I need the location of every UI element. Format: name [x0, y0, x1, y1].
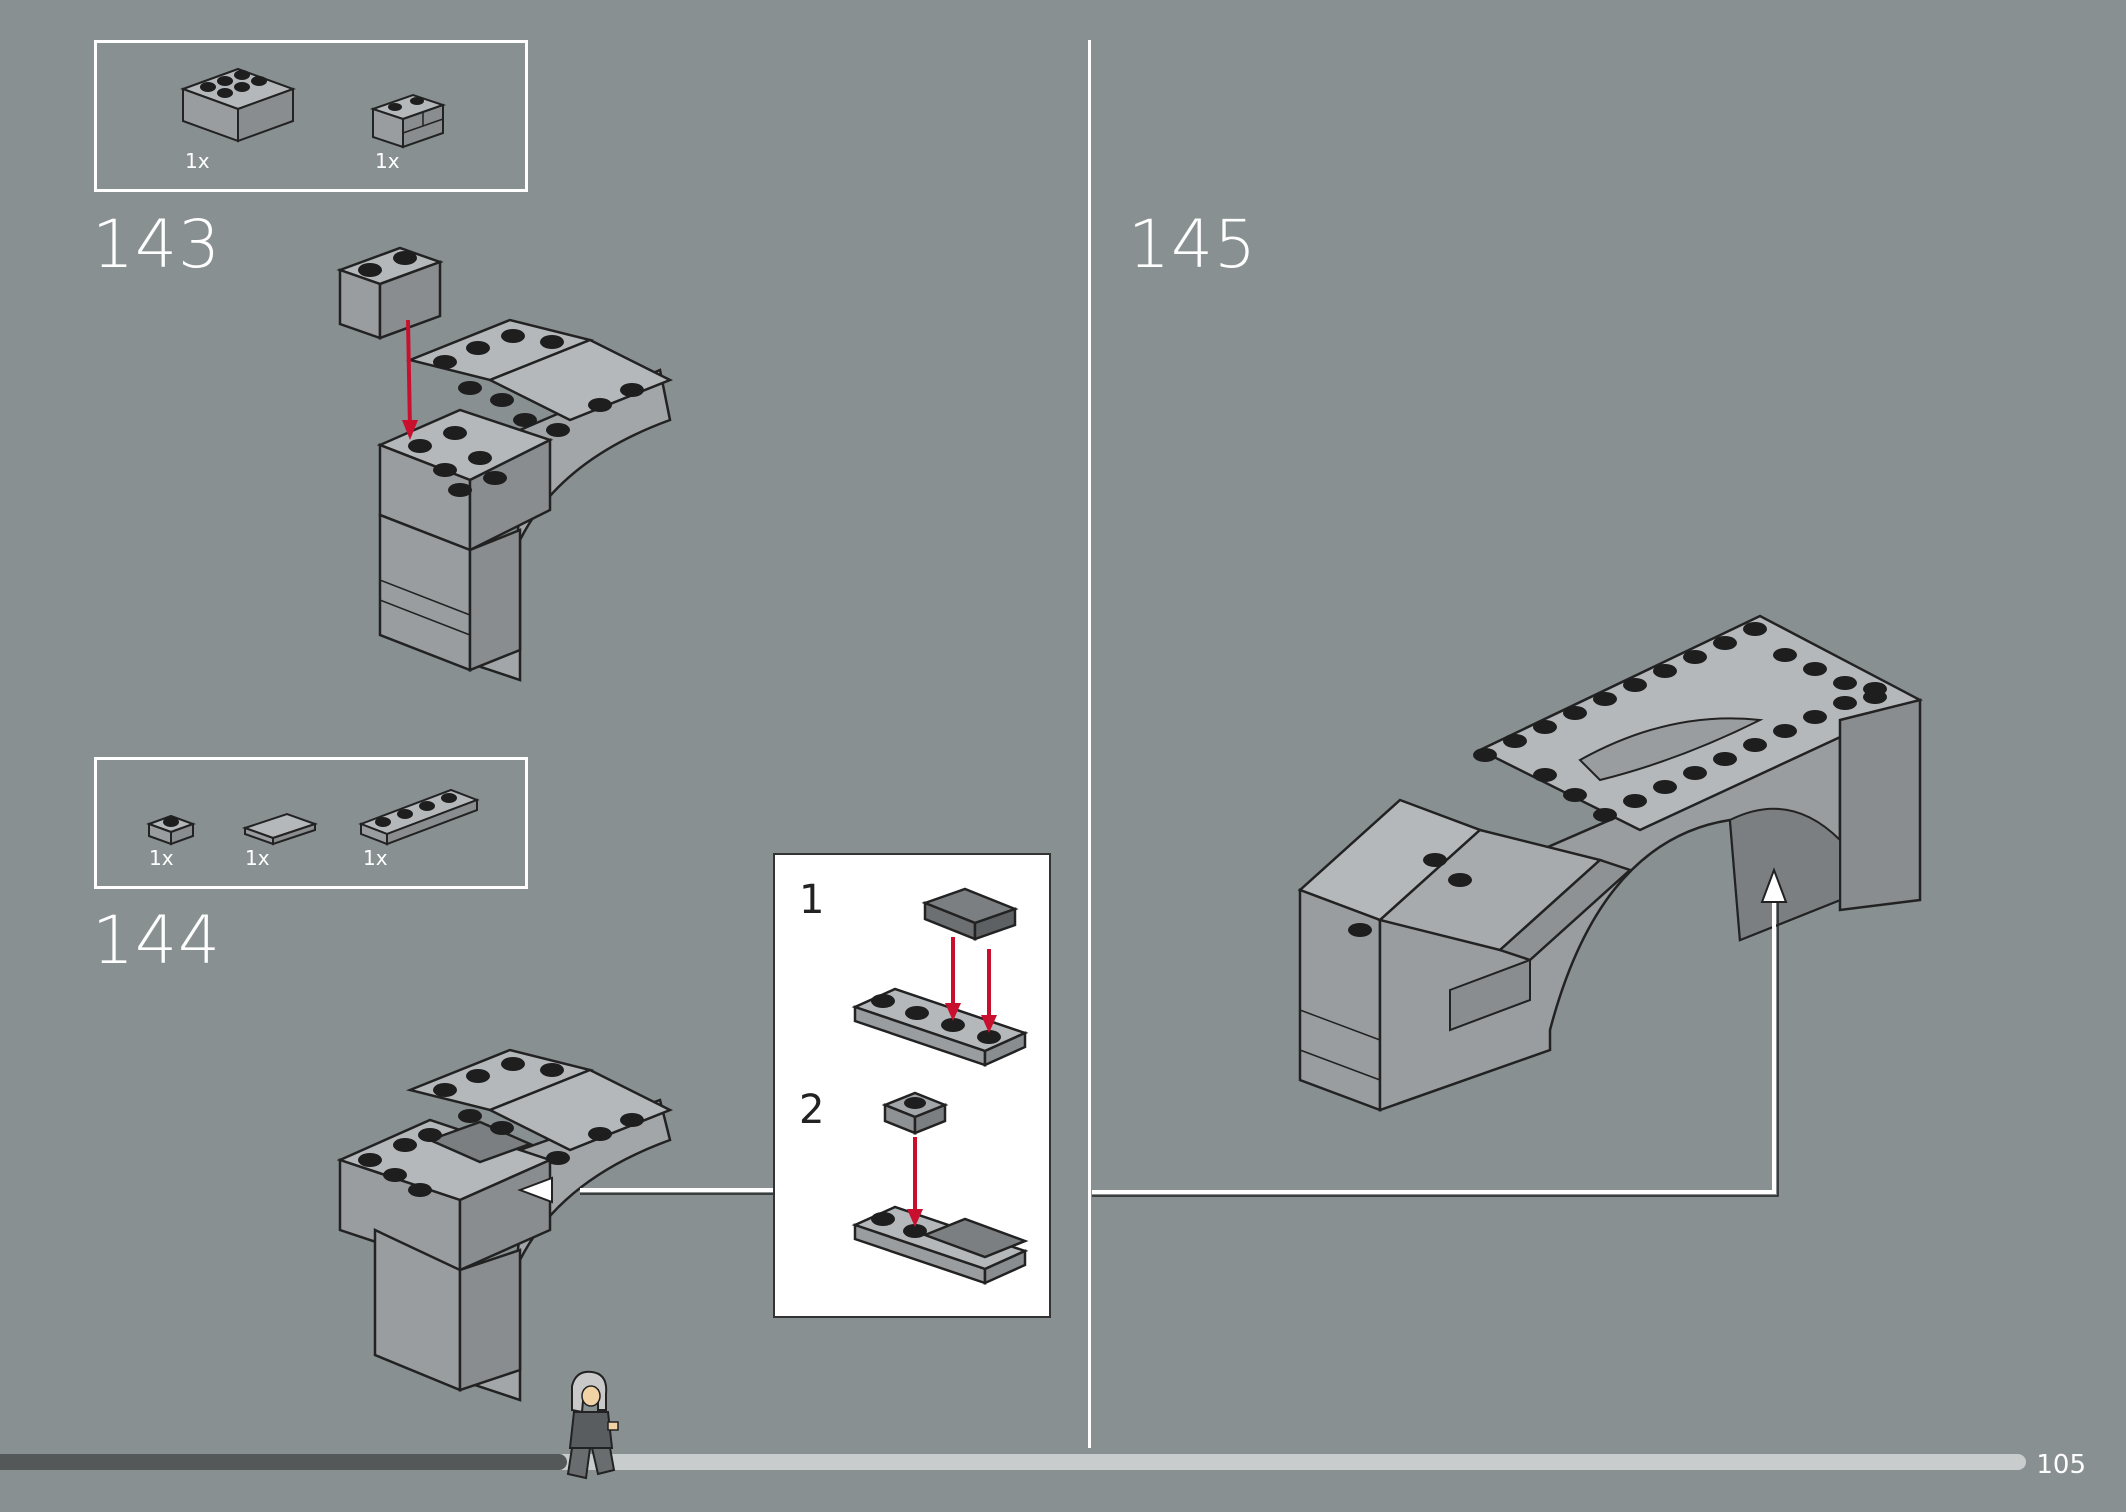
sub-assembly-callout: 1 2: [773, 853, 1051, 1318]
brick-2x4-icon: [180, 67, 296, 143]
parts-list-144: 1x 1x 1x: [94, 757, 528, 889]
page-divider: [1088, 40, 1091, 1448]
progress-bar: [0, 1454, 2026, 1470]
step-number-145: 145: [1128, 206, 1257, 283]
page-number: 105: [2036, 1450, 2086, 1480]
plate-1x4-icon: [358, 788, 480, 846]
substep-number-1: 1: [799, 877, 825, 923]
substep-number-2: 2: [799, 1087, 825, 1133]
substep-1-illustration: [851, 887, 1029, 1067]
step-number-144: 144: [92, 902, 221, 979]
minifigure-progress-marker-icon: [566, 1370, 619, 1480]
substep-2-illustration: [851, 1091, 1029, 1285]
progress-bar-fill: [0, 1454, 568, 1470]
step-143-model-illustration: [336, 246, 674, 682]
part-qty: 1x: [245, 846, 270, 870]
part-qty: 1x: [185, 149, 210, 173]
brick-1x2-masonry-icon: [369, 93, 447, 149]
parts-list-143: 1x 1x: [94, 40, 528, 192]
step-145-model-illustration: [1297, 614, 1923, 1112]
callout-connector-arrow: [1092, 867, 1788, 1197]
part-qty: 1x: [149, 846, 174, 870]
part-qty: 1x: [375, 149, 400, 173]
tile-1x2-icon: [241, 812, 319, 846]
step-144-model-illustration: [336, 1048, 775, 1402]
plate-1x1-icon: [146, 814, 196, 846]
part-qty: 1x: [363, 846, 388, 870]
step-number-143: 143: [92, 206, 221, 283]
